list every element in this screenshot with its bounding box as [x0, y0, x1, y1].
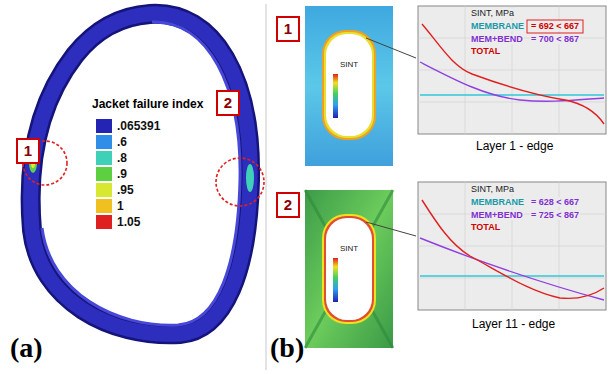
legend-swatch: [96, 199, 112, 213]
legend-swatch: [96, 215, 112, 229]
callout-number: 2: [224, 95, 232, 112]
series-label: MEM+BEND: [470, 210, 524, 220]
legend-title: Jacket failure index: [92, 98, 203, 112]
legend-swatch: [96, 119, 112, 133]
callout-box: 1: [16, 138, 40, 164]
series-label: TOTAL: [470, 46, 501, 56]
legend-swatch: [96, 151, 112, 165]
callout-box: 1: [276, 16, 300, 42]
chart-caption: Layer 1 - edge: [476, 140, 553, 154]
legend-swatch: [96, 167, 112, 181]
legend-value: 1.05: [117, 214, 140, 230]
contour-title: SINT: [340, 244, 358, 253]
check-value: = 692 < 667: [530, 21, 580, 31]
callout-number: 1: [284, 21, 292, 38]
contour-title: SINT: [340, 60, 358, 69]
legend-value: .9: [117, 166, 127, 182]
callout-number: 1: [24, 143, 32, 160]
legend-value: .95: [117, 182, 134, 198]
legend-swatch: [96, 183, 112, 197]
check-value: = 725 < 867: [530, 210, 580, 220]
series-label: MEMBRANE: [470, 21, 525, 31]
panel-letter: (a): [10, 332, 43, 364]
chart-title: SINT, MPa: [470, 8, 515, 18]
check-value: = 628 < 667: [530, 197, 580, 207]
panel-letter: (b): [270, 332, 304, 364]
callout-number: 2: [284, 197, 292, 214]
chart-caption: Layer 11 - edge: [472, 318, 555, 332]
legend-swatch: [96, 135, 112, 149]
series-label: TOTAL: [470, 222, 501, 232]
series-label: MEM+BEND: [470, 34, 524, 44]
chart-title: SINT, MPa: [470, 184, 515, 194]
legend-value: .065391: [117, 118, 160, 134]
callout-box: 2: [216, 90, 240, 116]
legend-value: .6: [117, 134, 127, 150]
callout-box: 2: [276, 192, 300, 218]
check-value: = 700 < 867: [530, 34, 580, 44]
legend-value: .8: [117, 150, 127, 166]
series-label: MEMBRANE: [470, 197, 525, 207]
legend-value: 1: [117, 198, 124, 214]
